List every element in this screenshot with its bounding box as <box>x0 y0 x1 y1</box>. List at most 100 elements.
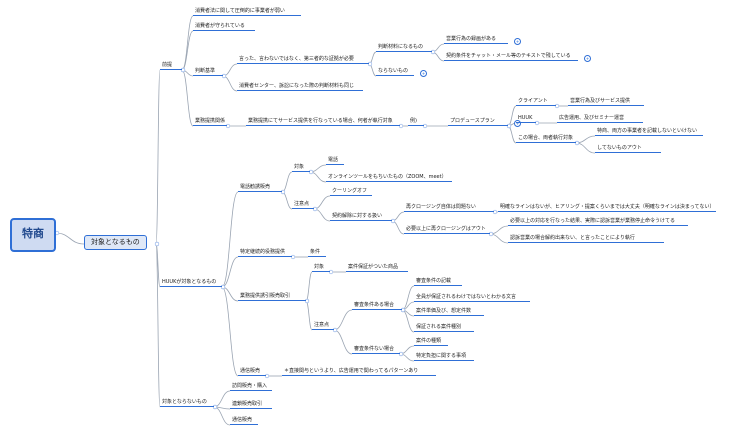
node-gyomuteikyo[interactable]: 業務提供誘引販売取引 <box>238 293 306 301</box>
expand-plus-icon[interactable]: + <box>514 38 521 45</box>
node-tk1[interactable]: 条件 <box>308 249 326 257</box>
node-gcb2[interactable]: 特定負担に関する事項 <box>414 353 474 361</box>
collapse-toggle-icon[interactable] <box>290 254 296 260</box>
collapse-toggle-icon[interactable] <box>574 140 580 146</box>
node-dt1[interactable]: 電話 <box>326 157 344 165</box>
node-n2[interactable]: 連鎖販売取引 <box>230 401 272 409</box>
collapse-toggle-icon[interactable] <box>430 49 436 55</box>
node-tsushin[interactable]: 通信販売 <box>238 368 266 376</box>
expand-plus-icon[interactable]: + <box>514 120 521 127</box>
node-gyomu[interactable]: 業務提携関係 <box>193 118 228 126</box>
node-dc2[interactable]: 契約解除に対する扱い <box>330 213 392 221</box>
collapse-toggle-icon[interactable] <box>180 67 186 73</box>
node-gca3[interactable]: 案件単価及び、想定件数 <box>414 308 484 316</box>
node-h1[interactable]: 言った、言わないではなく、第三者的な証拠が必要 <box>237 56 369 64</box>
collapse-toggle-icon[interactable] <box>154 241 160 247</box>
node-taisho[interactable]: 対象となるもの <box>84 235 147 250</box>
node-dc2b1[interactable]: 必要以上の対応を行なった結果、実際に認訴営業が業務停止命令うけてる <box>508 218 688 226</box>
node-g3b[interactable]: HUUK <box>516 115 536 123</box>
collapse-toggle-icon[interactable] <box>534 120 540 126</box>
node-dt[interactable]: 対象 <box>292 164 310 172</box>
connector-g3c2 <box>575 142 596 154</box>
connector-n1 <box>213 390 231 408</box>
node-zentei[interactable]: 前提 <box>160 62 182 70</box>
node-dc2a[interactable]: 再クロージング自体は問題ない <box>404 204 494 212</box>
collapse-toggle-icon[interactable] <box>554 103 560 109</box>
collapse-toggle-icon[interactable] <box>312 206 318 212</box>
node-huuk[interactable]: HUUKが対象となるもの <box>160 279 222 287</box>
collapse-toggle-icon[interactable] <box>400 307 406 313</box>
collapse-toggle-icon[interactable] <box>492 209 498 215</box>
node-g3[interactable]: プロデュースプラン <box>448 118 508 126</box>
node-h1a[interactable]: 判断材料になるもの <box>376 44 432 52</box>
collapse-toggle-icon[interactable] <box>328 269 334 275</box>
node-g3b1[interactable]: 広告運用、及びセミナー運営 <box>557 115 643 123</box>
collapse-toggle-icon[interactable] <box>220 284 226 290</box>
collapse-toggle-icon[interactable] <box>332 327 338 333</box>
node-gc[interactable]: 注意点 <box>312 322 334 330</box>
node-g3a[interactable]: クライアント <box>516 98 556 106</box>
node-g2[interactable]: 例) <box>408 118 424 126</box>
collapse-toggle-icon[interactable] <box>308 169 314 175</box>
collapse-toggle-icon[interactable] <box>398 123 404 129</box>
node-denwa[interactable]: 電話勧誘販売 <box>238 184 282 192</box>
collapse-toggle-icon[interactable] <box>212 404 218 410</box>
collapse-toggle-icon[interactable] <box>488 231 494 237</box>
collapse-toggle-icon[interactable] <box>264 373 270 379</box>
node-n1[interactable]: 訪問販売・購入 <box>230 383 272 391</box>
connector-tsushin <box>221 286 239 377</box>
node-g3a1[interactable]: 営業行為及びサービス提供 <box>568 98 644 106</box>
expand-plus-icon[interactable]: + <box>420 70 427 77</box>
node-dc2b2[interactable]: 認訴営業の場合解約出来ない、と言ったことにより執行 <box>508 235 664 243</box>
collapse-toggle-icon[interactable] <box>221 73 227 79</box>
node-dc2b[interactable]: 必要以上に再クロージングはアウト <box>404 226 490 234</box>
connector-dc2 <box>313 208 331 222</box>
collapse-toggle-icon[interactable] <box>506 123 512 129</box>
connector-g3c1 <box>575 135 596 144</box>
node-h2[interactable]: 消費者センター、訴訟になった際の判断材料も同じ <box>237 83 363 91</box>
node-gca2[interactable]: 全員が保証されるわけではないとわかる文言 <box>414 294 530 302</box>
collapse-toggle-icon[interactable] <box>367 61 373 67</box>
collapse-toggle-icon[interactable] <box>304 298 310 304</box>
node-gca4[interactable]: 保証される案件種別 <box>414 324 474 332</box>
node-h1b[interactable]: ならないもの <box>376 68 414 76</box>
collapse-toggle-icon[interactable] <box>422 123 428 129</box>
node-z1[interactable]: 消費者法に関して圧倒的に事業者が弱い <box>193 8 301 16</box>
node-gcb1[interactable]: 案件の種類 <box>414 338 448 346</box>
node-g1[interactable]: 業務提携にてサービス提供を行なっている場合、何者が執行対象 <box>246 118 400 126</box>
node-n3[interactable]: 通信販売 <box>230 417 258 425</box>
node-gca1[interactable]: 審査条件の記載 <box>414 278 462 286</box>
node-g3c[interactable]: この場合、両者執行対象 <box>516 135 576 143</box>
connector-gyomuteikyo <box>221 286 239 302</box>
connector-denwa <box>221 191 239 288</box>
node-gcb[interactable]: 審査条件ない場合 <box>352 346 400 354</box>
node-dt2[interactable]: オンラインツールをもちいたもの（ZOOM、meet） <box>326 174 452 182</box>
connector-z1 <box>181 15 194 71</box>
connector-gyomu <box>181 69 194 127</box>
node-gca[interactable]: 審査条件ある場合 <box>352 302 402 310</box>
node-z2[interactable]: 消費者が守られている <box>193 23 255 31</box>
node-g3c1[interactable]: 特商、両方の事業者を記載しないといけない <box>595 128 703 136</box>
collapse-toggle-icon[interactable] <box>280 189 286 195</box>
node-naranai[interactable]: 対象とならないもの <box>160 399 214 407</box>
node-tokutei[interactable]: 特定継続的役務提供 <box>238 249 292 257</box>
node-gt[interactable]: 対象 <box>312 264 330 272</box>
connector-gca <box>333 309 353 331</box>
node-dc1[interactable]: クーリングオフ <box>330 188 372 196</box>
node-root[interactable]: 特商 <box>10 218 56 252</box>
node-dc[interactable]: 注意点 <box>292 201 314 209</box>
collapse-toggle-icon[interactable] <box>390 218 396 224</box>
node-gt1[interactable]: 案件保証がついた商品 <box>346 264 408 272</box>
connector-n3 <box>213 406 231 426</box>
expand-plus-icon[interactable]: + <box>584 55 591 62</box>
node-h1a1[interactable]: 営業行為の録画がある <box>444 36 508 44</box>
node-h1a2[interactable]: 契約条件をチャット・メール等のテキストで残している <box>444 53 578 61</box>
node-ts1[interactable]: ＊直接関与というより、広告運用で関わってるパターンあり <box>282 368 436 376</box>
node-g3c2[interactable]: してないものアウト <box>595 145 661 153</box>
node-hanko[interactable]: 判断基準 <box>193 68 223 76</box>
collapse-toggle-icon[interactable] <box>398 351 404 357</box>
node-dc2a1[interactable]: 明確なラインはないが、ヒアリング・提案くらいまでは大丈夫（明確なラインは決まって… <box>498 204 717 212</box>
connector-h2 <box>222 75 238 92</box>
collapse-toggle-icon[interactable] <box>225 123 231 129</box>
